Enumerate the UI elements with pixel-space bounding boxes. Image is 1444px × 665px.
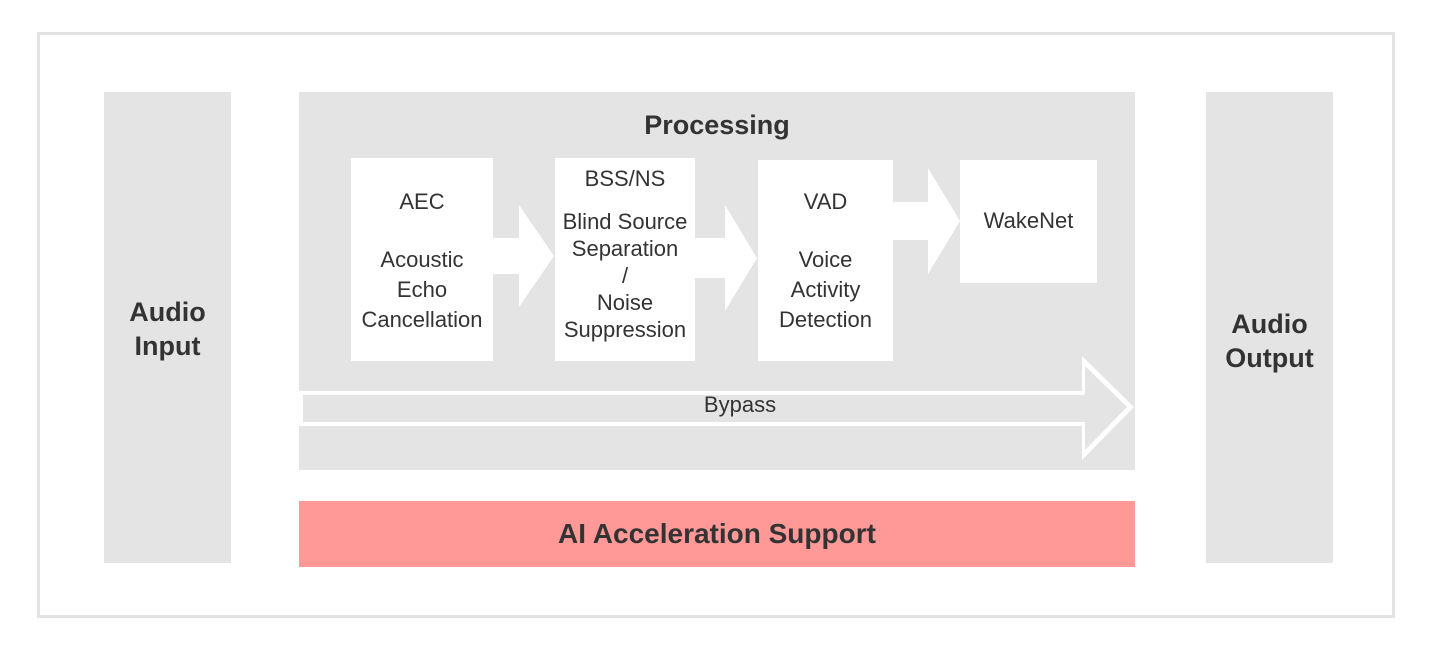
aec-abbr: AEC [399, 189, 445, 214]
bss-ns-full-name: Blind Source Separation / Noise Suppress… [562, 209, 688, 342]
audio-input-label: Audio Input [129, 297, 206, 361]
wakenet-label: WakeNet [983, 207, 1074, 233]
audio-output-label: Audio Output [1225, 309, 1314, 373]
vad-block: VAD Voice Activity Detection [758, 160, 893, 361]
diagram-frame [37, 32, 1395, 618]
audio-input-block: Audio Input [104, 92, 231, 563]
ai-acceleration-bar: AI Acceleration Support [299, 501, 1135, 567]
wakenet-block: WakeNet [960, 160, 1097, 283]
vad-abbr: VAD [803, 189, 848, 214]
bypass-label: Bypass [703, 392, 777, 417]
vad-full-name: Voice Activity Detection [779, 247, 872, 332]
audio-output-block: Audio Output [1206, 92, 1333, 563]
processing-title: Processing [644, 110, 790, 140]
bss-ns-block: BSS/NS Blind Source Separation / Noise S… [555, 158, 695, 361]
bss-ns-abbr: BSS/NS [584, 166, 666, 191]
aec-block: AEC Acoustic Echo Cancellation [351, 158, 493, 361]
ai-acceleration-label: AI Acceleration Support [558, 518, 876, 549]
aec-full-name: Acoustic Echo Cancellation [361, 247, 483, 332]
